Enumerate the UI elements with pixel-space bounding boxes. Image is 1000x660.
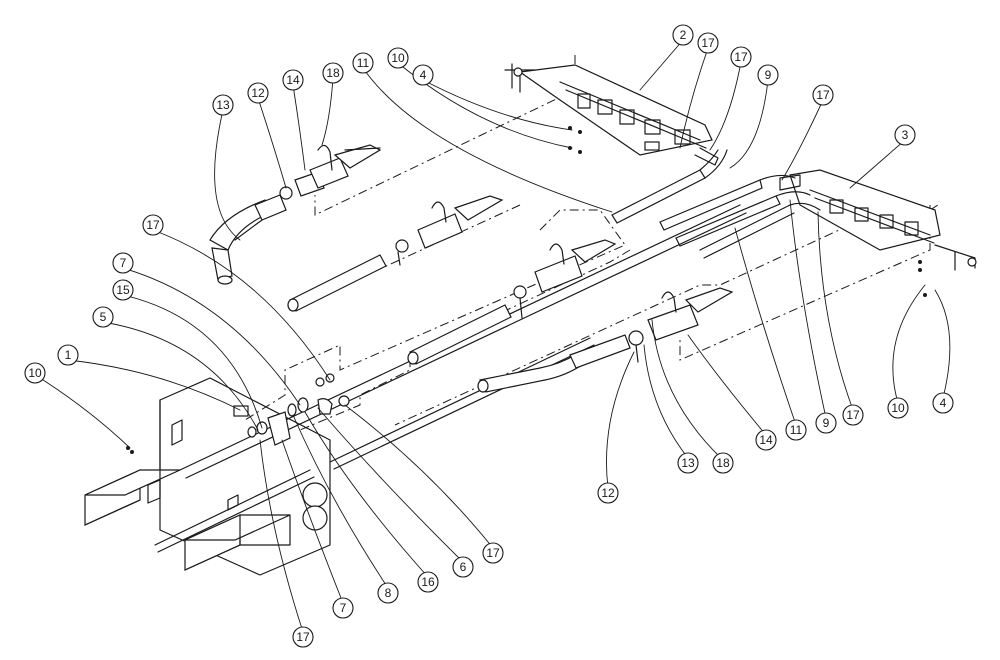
callout-14-upper-label: 14: [286, 73, 300, 87]
callout-4-right-label: 4: [940, 396, 947, 410]
callout-17-a: 17: [142, 214, 164, 236]
callout-17-c-label: 17: [734, 50, 748, 64]
callout-17-b-label: 17: [701, 36, 715, 50]
callout-10-left-label: 10: [28, 366, 42, 380]
callout-10-left: 10: [24, 362, 46, 384]
callout-12-upper-label: 12: [251, 86, 265, 100]
mounting-pins: [126, 126, 927, 454]
callout-9-top: 9: [757, 64, 779, 86]
callout-14-upper: 14: [282, 69, 304, 91]
callout-18-upper-label: 18: [326, 66, 340, 80]
callout-7-lower-label: 7: [340, 601, 347, 615]
valve-mount-bracket-upper: [504, 63, 719, 166]
callout-11-top: 11: [352, 52, 374, 74]
valve-mount-bracket-lower: [779, 169, 977, 271]
callout-12-lower-label: 12: [601, 486, 615, 500]
hose-assembly-middle-upper: [287, 195, 504, 312]
callout-11-right: 11: [785, 419, 807, 441]
callout-4-top-label: 4: [420, 68, 427, 82]
callout-17-f-label: 17: [486, 546, 500, 560]
callout-5: 5: [92, 306, 114, 328]
callout-17-a-label: 17: [146, 218, 160, 232]
assembly-reference-lines: [139, 55, 939, 479]
hose-assembly-middle-lower: [407, 239, 617, 365]
callout-7-upper-label: 7: [120, 256, 127, 270]
callout-17-f: 17: [482, 542, 504, 564]
callout-9-top-label: 9: [765, 68, 772, 82]
leader-lines: [39, 39, 951, 633]
hose-assembly-upper-left: [209, 144, 382, 285]
callout-13-lower-label: 13: [681, 456, 695, 470]
callout-12-lower: 12: [597, 482, 619, 504]
callout-10-top: 10: [387, 47, 409, 69]
callout-15-label: 15: [116, 283, 130, 297]
callout-5-label: 5: [100, 310, 107, 324]
callout-16: 16: [417, 571, 439, 593]
callout-6-label: 6: [460, 560, 467, 574]
hose-assembly-lower-right: [477, 287, 734, 393]
callout-17-g-label: 17: [296, 630, 310, 644]
callout-11-right-label: 11: [790, 423, 803, 437]
callout-3-label: 3: [902, 128, 909, 142]
callout-17-e-label: 17: [846, 408, 860, 422]
callout-10-top-label: 10: [391, 51, 405, 65]
callout-17-e: 17: [842, 404, 864, 426]
callout-16-label: 16: [421, 575, 435, 589]
callout-15: 15: [112, 279, 134, 301]
hoses: [611, 149, 821, 259]
callout-14-lower: 14: [755, 429, 777, 451]
callout-10-right-label: 10: [891, 401, 905, 415]
callout-1-label: 1: [65, 348, 72, 362]
callout-3: 3: [894, 124, 916, 146]
callout-12-upper: 12: [247, 82, 269, 104]
callout-9-right: 9: [815, 412, 837, 434]
callout-10-right: 10: [887, 397, 909, 419]
callout-6: 6: [452, 556, 474, 578]
callout-18-upper: 18: [322, 62, 344, 84]
callout-17-c: 17: [730, 46, 752, 68]
callout-2: 2: [672, 24, 694, 46]
callout-4-top: 4: [412, 64, 434, 86]
callout-1: 1: [57, 344, 79, 366]
callout-7-lower: 7: [332, 597, 354, 619]
callout-2-label: 2: [680, 28, 687, 42]
callout-17-d: 17: [812, 84, 834, 106]
callout-13-upper-label: 13: [216, 98, 230, 112]
callout-4-right: 4: [932, 392, 954, 414]
callout-13-upper: 13: [212, 94, 234, 116]
callout-13-lower: 13: [677, 452, 699, 474]
callout-17-g: 17: [292, 626, 314, 648]
fittings-cluster: [247, 373, 350, 446]
callout-8: 8: [377, 582, 399, 604]
base-frame: [84, 377, 331, 576]
callout-14-lower-label: 14: [759, 433, 773, 447]
callout-9-right-label: 9: [823, 416, 830, 430]
callout-8-label: 8: [385, 586, 392, 600]
callout-17-d-label: 17: [816, 88, 830, 102]
callout-17-b: 17: [697, 32, 719, 54]
callout-7-upper: 7: [112, 252, 134, 274]
callout-18-lower: 18: [712, 452, 734, 474]
callout-18-lower-label: 18: [716, 456, 730, 470]
callout-11-top-label: 11: [357, 56, 370, 70]
callouts: 1 2 3 4 4 5 6 7 7 8 9 9 10 10 10 11 11 1…: [24, 24, 954, 648]
